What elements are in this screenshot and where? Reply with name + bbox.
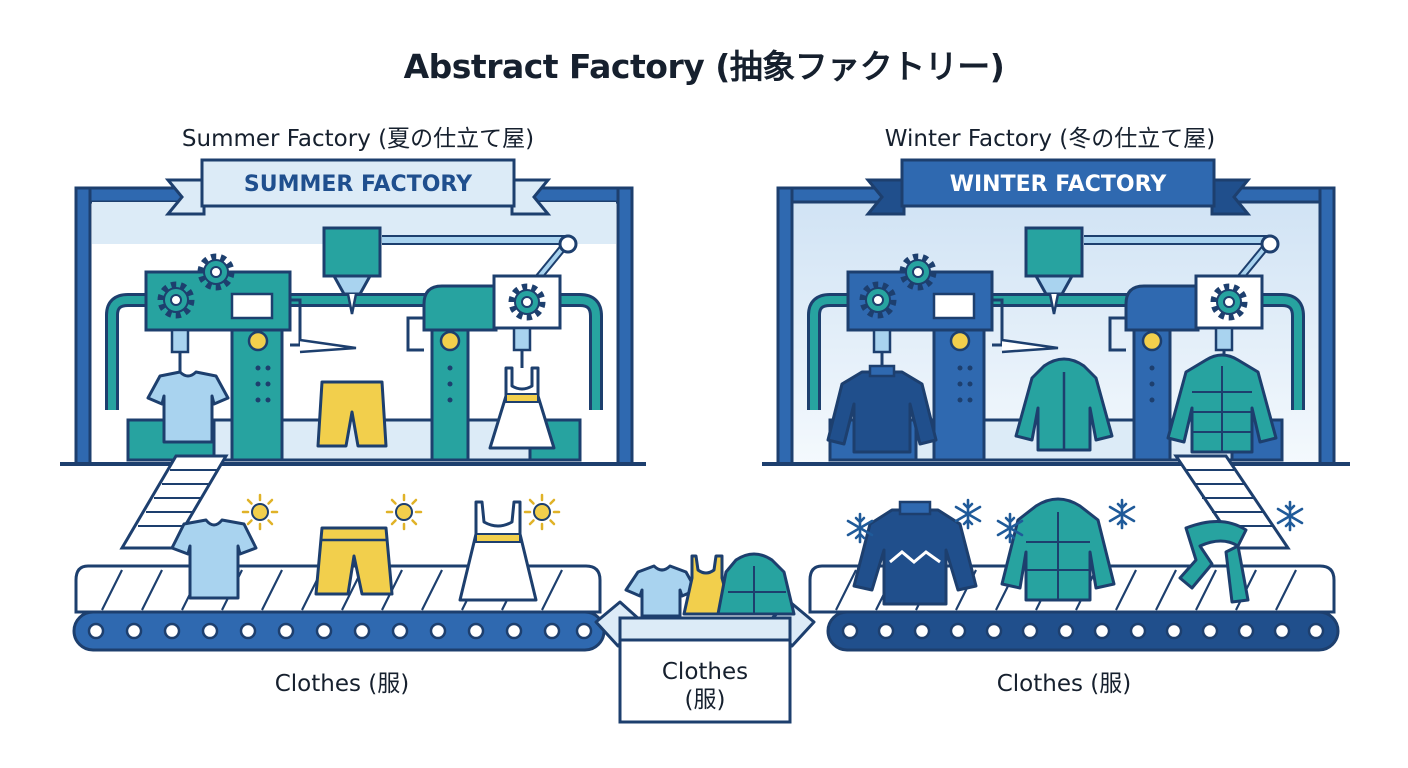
summer-banner-text: SUMMER FACTORY (244, 172, 473, 197)
summer-machine-dress (488, 366, 556, 450)
summer-factory: SUMMER FACTORY (60, 158, 646, 652)
snowflake-icon (1108, 498, 1136, 530)
summer-sewing-machine-2 (406, 274, 562, 462)
winter-clothes-caption: Clothes (服) (996, 671, 1132, 697)
winter-sewing-machine-2 (1108, 274, 1264, 462)
sun-icon (241, 493, 279, 531)
winter-banner-text: WINTER FACTORY (950, 172, 1168, 197)
box-label-line2: (服) (684, 687, 726, 713)
winter-sweater (852, 508, 978, 606)
winter-machine-sweater (826, 370, 938, 454)
summer-banner (164, 158, 552, 216)
page-title: Abstract Factory (抽象ファクトリー) (403, 47, 1005, 86)
summer-sewing-machine-1 (144, 257, 357, 462)
winter-chute (1173, 454, 1291, 550)
summer-t-shirt (170, 518, 258, 600)
summer-factory-heading: Summer Factory (夏の仕立て屋) (181, 126, 535, 152)
box-label-line1: Clothes (661, 659, 749, 685)
snowflake-icon (1276, 500, 1304, 532)
box-jacket (716, 552, 796, 616)
sun-icon (523, 493, 561, 531)
winter-scarf (1178, 519, 1248, 590)
winter-factory-heading: Winter Factory (冬の仕立て屋) (884, 126, 1216, 152)
summer-clothes-caption: Clothes (服) (274, 671, 410, 697)
clothes-box (594, 552, 816, 724)
winter-banner (864, 158, 1252, 216)
summer-shorts (314, 526, 394, 596)
summer-dress (458, 500, 538, 602)
winter-sewing-machine-1 (846, 257, 1059, 462)
summer-machine-t-shirt (146, 370, 230, 444)
winter-factory: WINTER FACTORY (762, 158, 1350, 652)
box-t-shirt (624, 564, 698, 618)
sun-icon (385, 493, 423, 531)
summer-machine-shorts (316, 380, 388, 448)
